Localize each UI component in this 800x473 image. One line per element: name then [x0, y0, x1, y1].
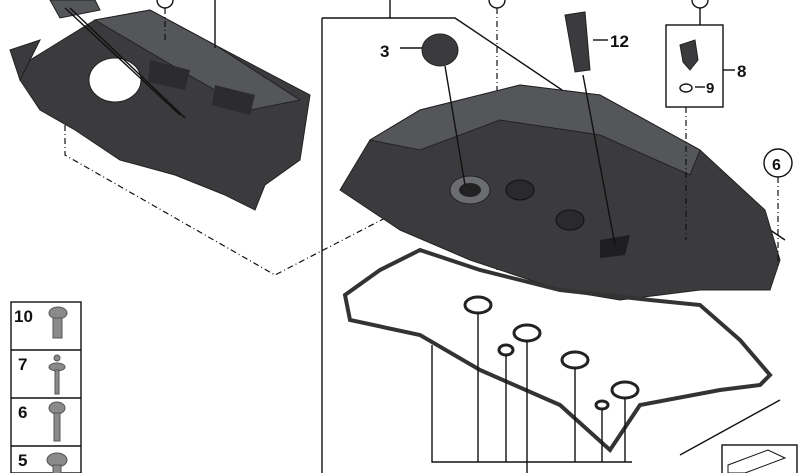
- legend-label-7: 7: [18, 355, 27, 374]
- callout-9: 9: [706, 80, 714, 97]
- callout-8: 8: [737, 62, 746, 81]
- callout-3: 3: [380, 42, 389, 61]
- oil-filler-cap: [421, 33, 459, 67]
- bolt-icon-6: [48, 401, 66, 415]
- callout-12: 12: [610, 32, 629, 51]
- legend-label-6: 6: [18, 403, 27, 422]
- symbol-box: [721, 444, 798, 473]
- cover-mount-line: [64, 125, 421, 276]
- bolt-icon-10: [48, 306, 68, 320]
- partial-part-top: [49, 0, 101, 19]
- sensor-part: [679, 39, 699, 71]
- callout-6: 6: [772, 157, 781, 174]
- seal-ring-9: [679, 83, 693, 93]
- legend-label-10: 10: [14, 307, 33, 326]
- valve-cover: [339, 84, 781, 301]
- callout-circle-cut: [156, 0, 174, 9]
- stud-icon-7: [53, 354, 61, 362]
- sensor-group-box: [665, 24, 724, 108]
- fastener-legend: 10 7 6 5: [10, 301, 82, 473]
- legend-label-5: 5: [18, 451, 27, 470]
- engine-cover: [9, 9, 311, 211]
- seal-rings: [463, 295, 640, 411]
- valve-cover-gasket: [342, 247, 773, 454]
- symbol-icon: [727, 449, 787, 473]
- tube-part: [564, 11, 591, 73]
